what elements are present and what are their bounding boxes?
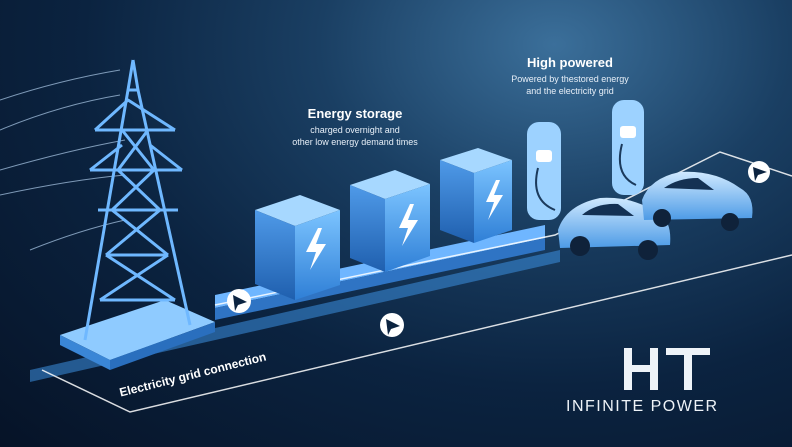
energy-storage-description-line-1: charged overnight and xyxy=(310,125,400,135)
arrow-icon-3 xyxy=(748,161,770,183)
high-powered-description-line-1: Powered by thestored energy xyxy=(511,74,629,84)
energy-storage-description: charged overnight and other low energy d… xyxy=(270,124,440,148)
tower-base xyxy=(60,300,215,370)
charging-station-2 xyxy=(612,100,644,195)
electric-car-1 xyxy=(558,197,671,260)
energy-storage-title: Energy storage xyxy=(307,106,403,121)
high-powered-title: High powered xyxy=(527,55,613,70)
arrow-icon-1 xyxy=(227,289,251,313)
brand-logo xyxy=(624,348,710,390)
battery-unit-1 xyxy=(255,195,340,300)
brand-name: INFINITE POWER xyxy=(566,398,719,415)
energy-storage-description-line-2: other low energy demand times xyxy=(292,137,418,147)
route-line xyxy=(41,254,792,413)
high-powered-description: Powered by thestored energy and the elec… xyxy=(490,73,650,97)
high-powered-description-line-2: and the electricity grid xyxy=(526,86,614,96)
electric-car-2 xyxy=(642,171,753,231)
charging-station-1 xyxy=(527,122,561,220)
battery-unit-3 xyxy=(440,148,512,243)
battery-unit-2 xyxy=(350,170,430,272)
transmission-tower xyxy=(83,59,192,341)
arrow-icon-2 xyxy=(380,313,404,337)
